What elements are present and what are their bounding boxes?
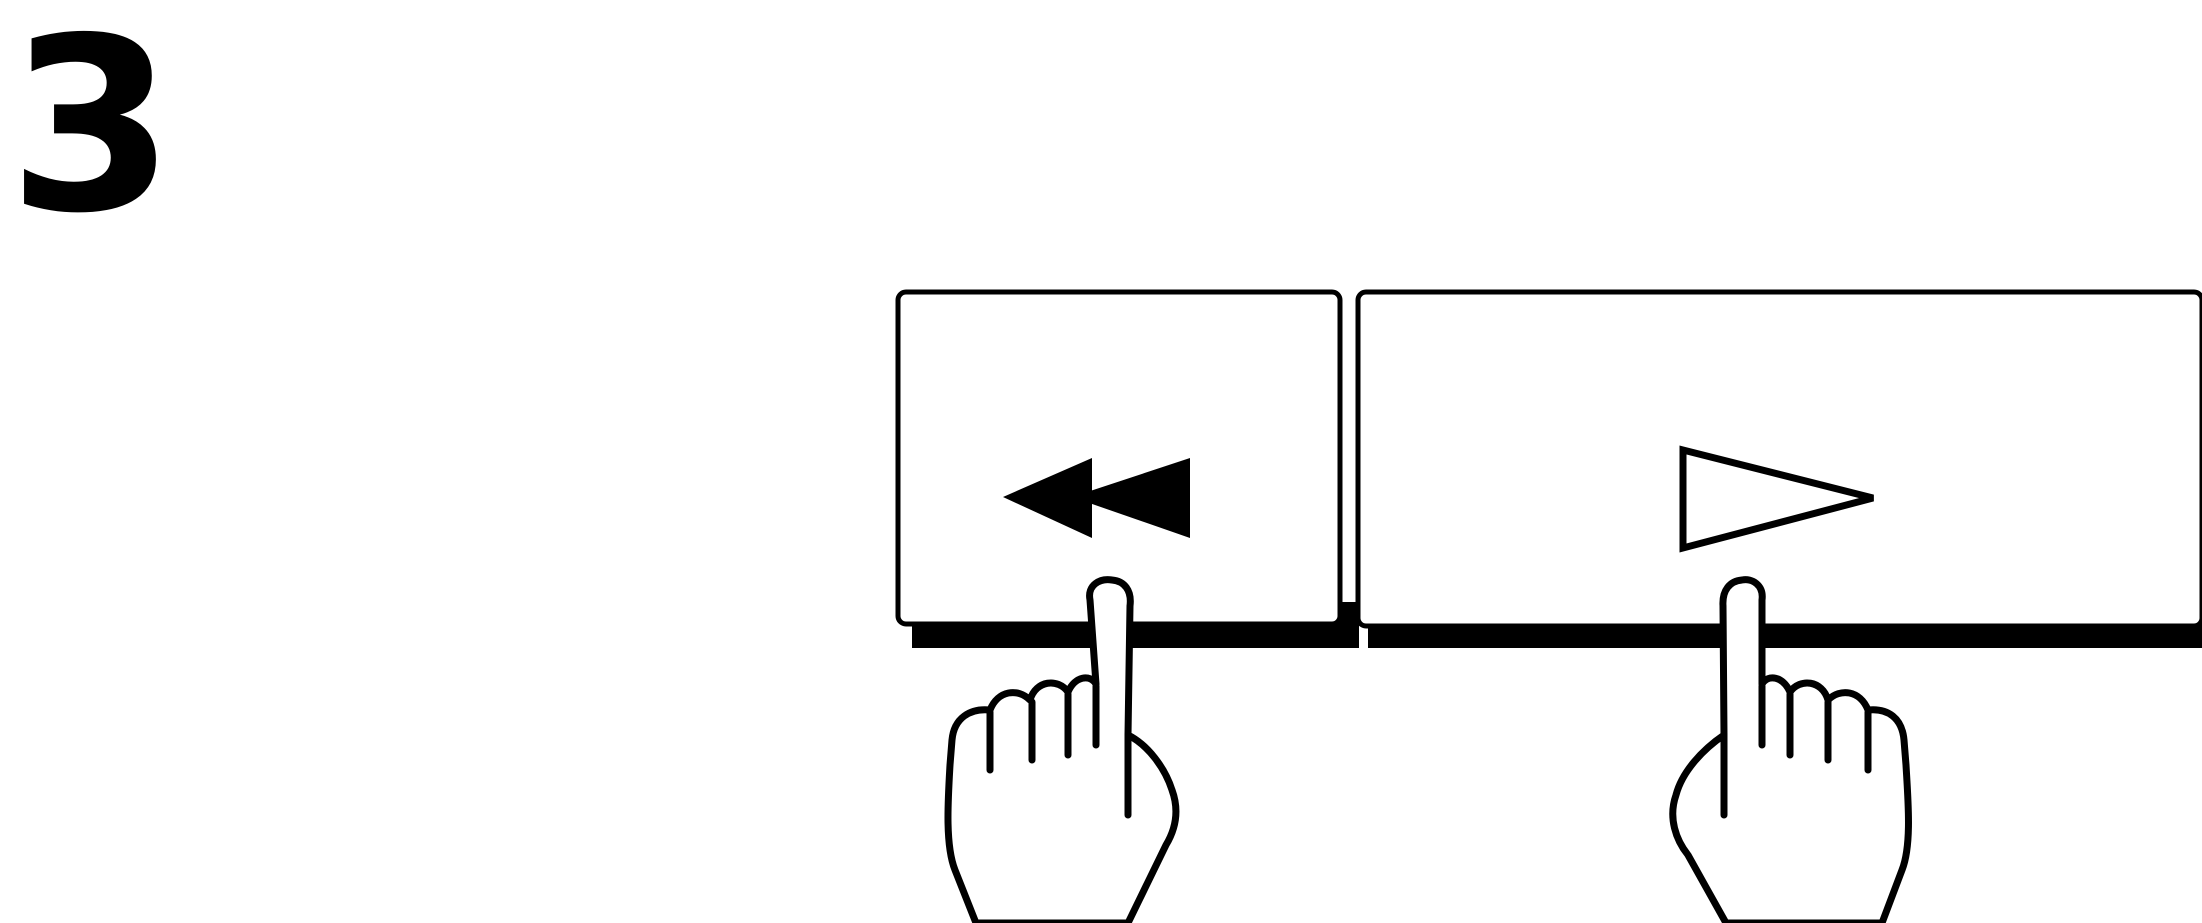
play-button[interactable] (1358, 292, 2202, 648)
rewind-button-body (898, 292, 1340, 624)
play-button-body (1358, 292, 2202, 626)
